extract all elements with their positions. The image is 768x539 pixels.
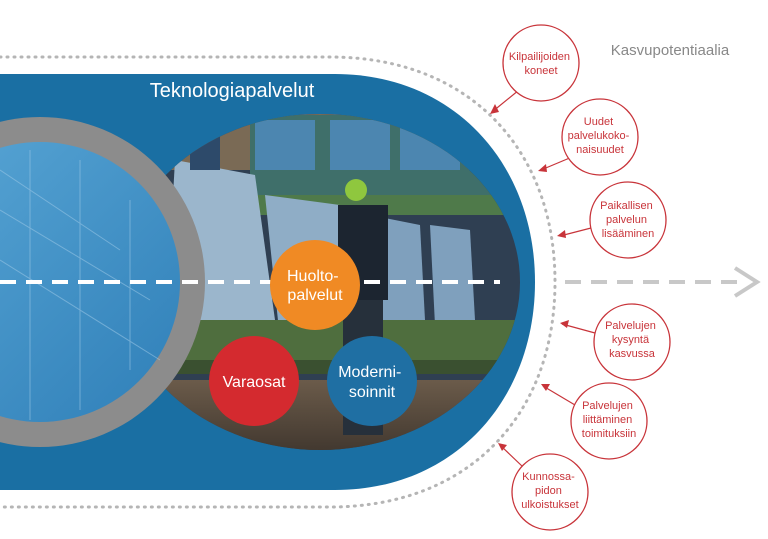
main-title: Teknologiapalvelut bbox=[150, 80, 315, 102]
growth-label-3: Paikallisen palvelun lisääminen bbox=[600, 200, 656, 240]
growth-label-6: Kunnossa- pidon ulkoistukset bbox=[521, 471, 578, 511]
service-circle-huoltopalvelut: Huolto- palvelut bbox=[270, 240, 360, 330]
core-circle-lattice bbox=[0, 150, 161, 420]
growth-bubble-palvelujen-liittaminen-toimituksiin: Palvelujen liittäminen toimituksiin bbox=[541, 382, 648, 460]
growth-bubble-kilpailijoiden-koneet: Kilpailijoiden koneet bbox=[490, 24, 580, 114]
service-circle-varaosat: Varaosat bbox=[209, 336, 299, 426]
growth-bubble-palvelujen-kysynta-kasvussa: Palvelujen kysyntä kasvussa bbox=[560, 303, 671, 381]
growth-bubble-uudet-palvelukokonaisuudet: Uudet palvelukoko- naisuudet bbox=[538, 98, 639, 176]
service-label-modernisoinnit: Moderni- soinnit bbox=[338, 364, 406, 401]
growth-label-5: Palvelujen liittäminen toimituksiin bbox=[582, 400, 636, 440]
service-label-varaosat: Varaosat bbox=[223, 374, 286, 391]
growth-bubble-paikallisen-palvelun-lisaaminen: Paikallisen palvelun lisääminen bbox=[557, 181, 667, 259]
dashed-arrow-right-icon bbox=[733, 266, 761, 298]
growth-title: Kasvupotentiaalia bbox=[611, 42, 730, 59]
growth-bubble-kunnossapidon-ulkoistukset: Kunnossa- pidon ulkoistukset bbox=[498, 443, 589, 531]
growth-boundary-dotted bbox=[0, 55, 557, 509]
service-circle-modernisoinnit: Moderni- soinnit bbox=[327, 336, 417, 426]
growth-label-2: Uudet palvelukoko- naisuudet bbox=[568, 116, 633, 156]
service-label-huoltopalvelut: Huolto- palvelut bbox=[287, 268, 343, 304]
growth-label-4: Palvelujen kysyntä kasvussa bbox=[605, 320, 659, 360]
growth-label-1: Kilpailijoiden koneet bbox=[509, 51, 573, 77]
